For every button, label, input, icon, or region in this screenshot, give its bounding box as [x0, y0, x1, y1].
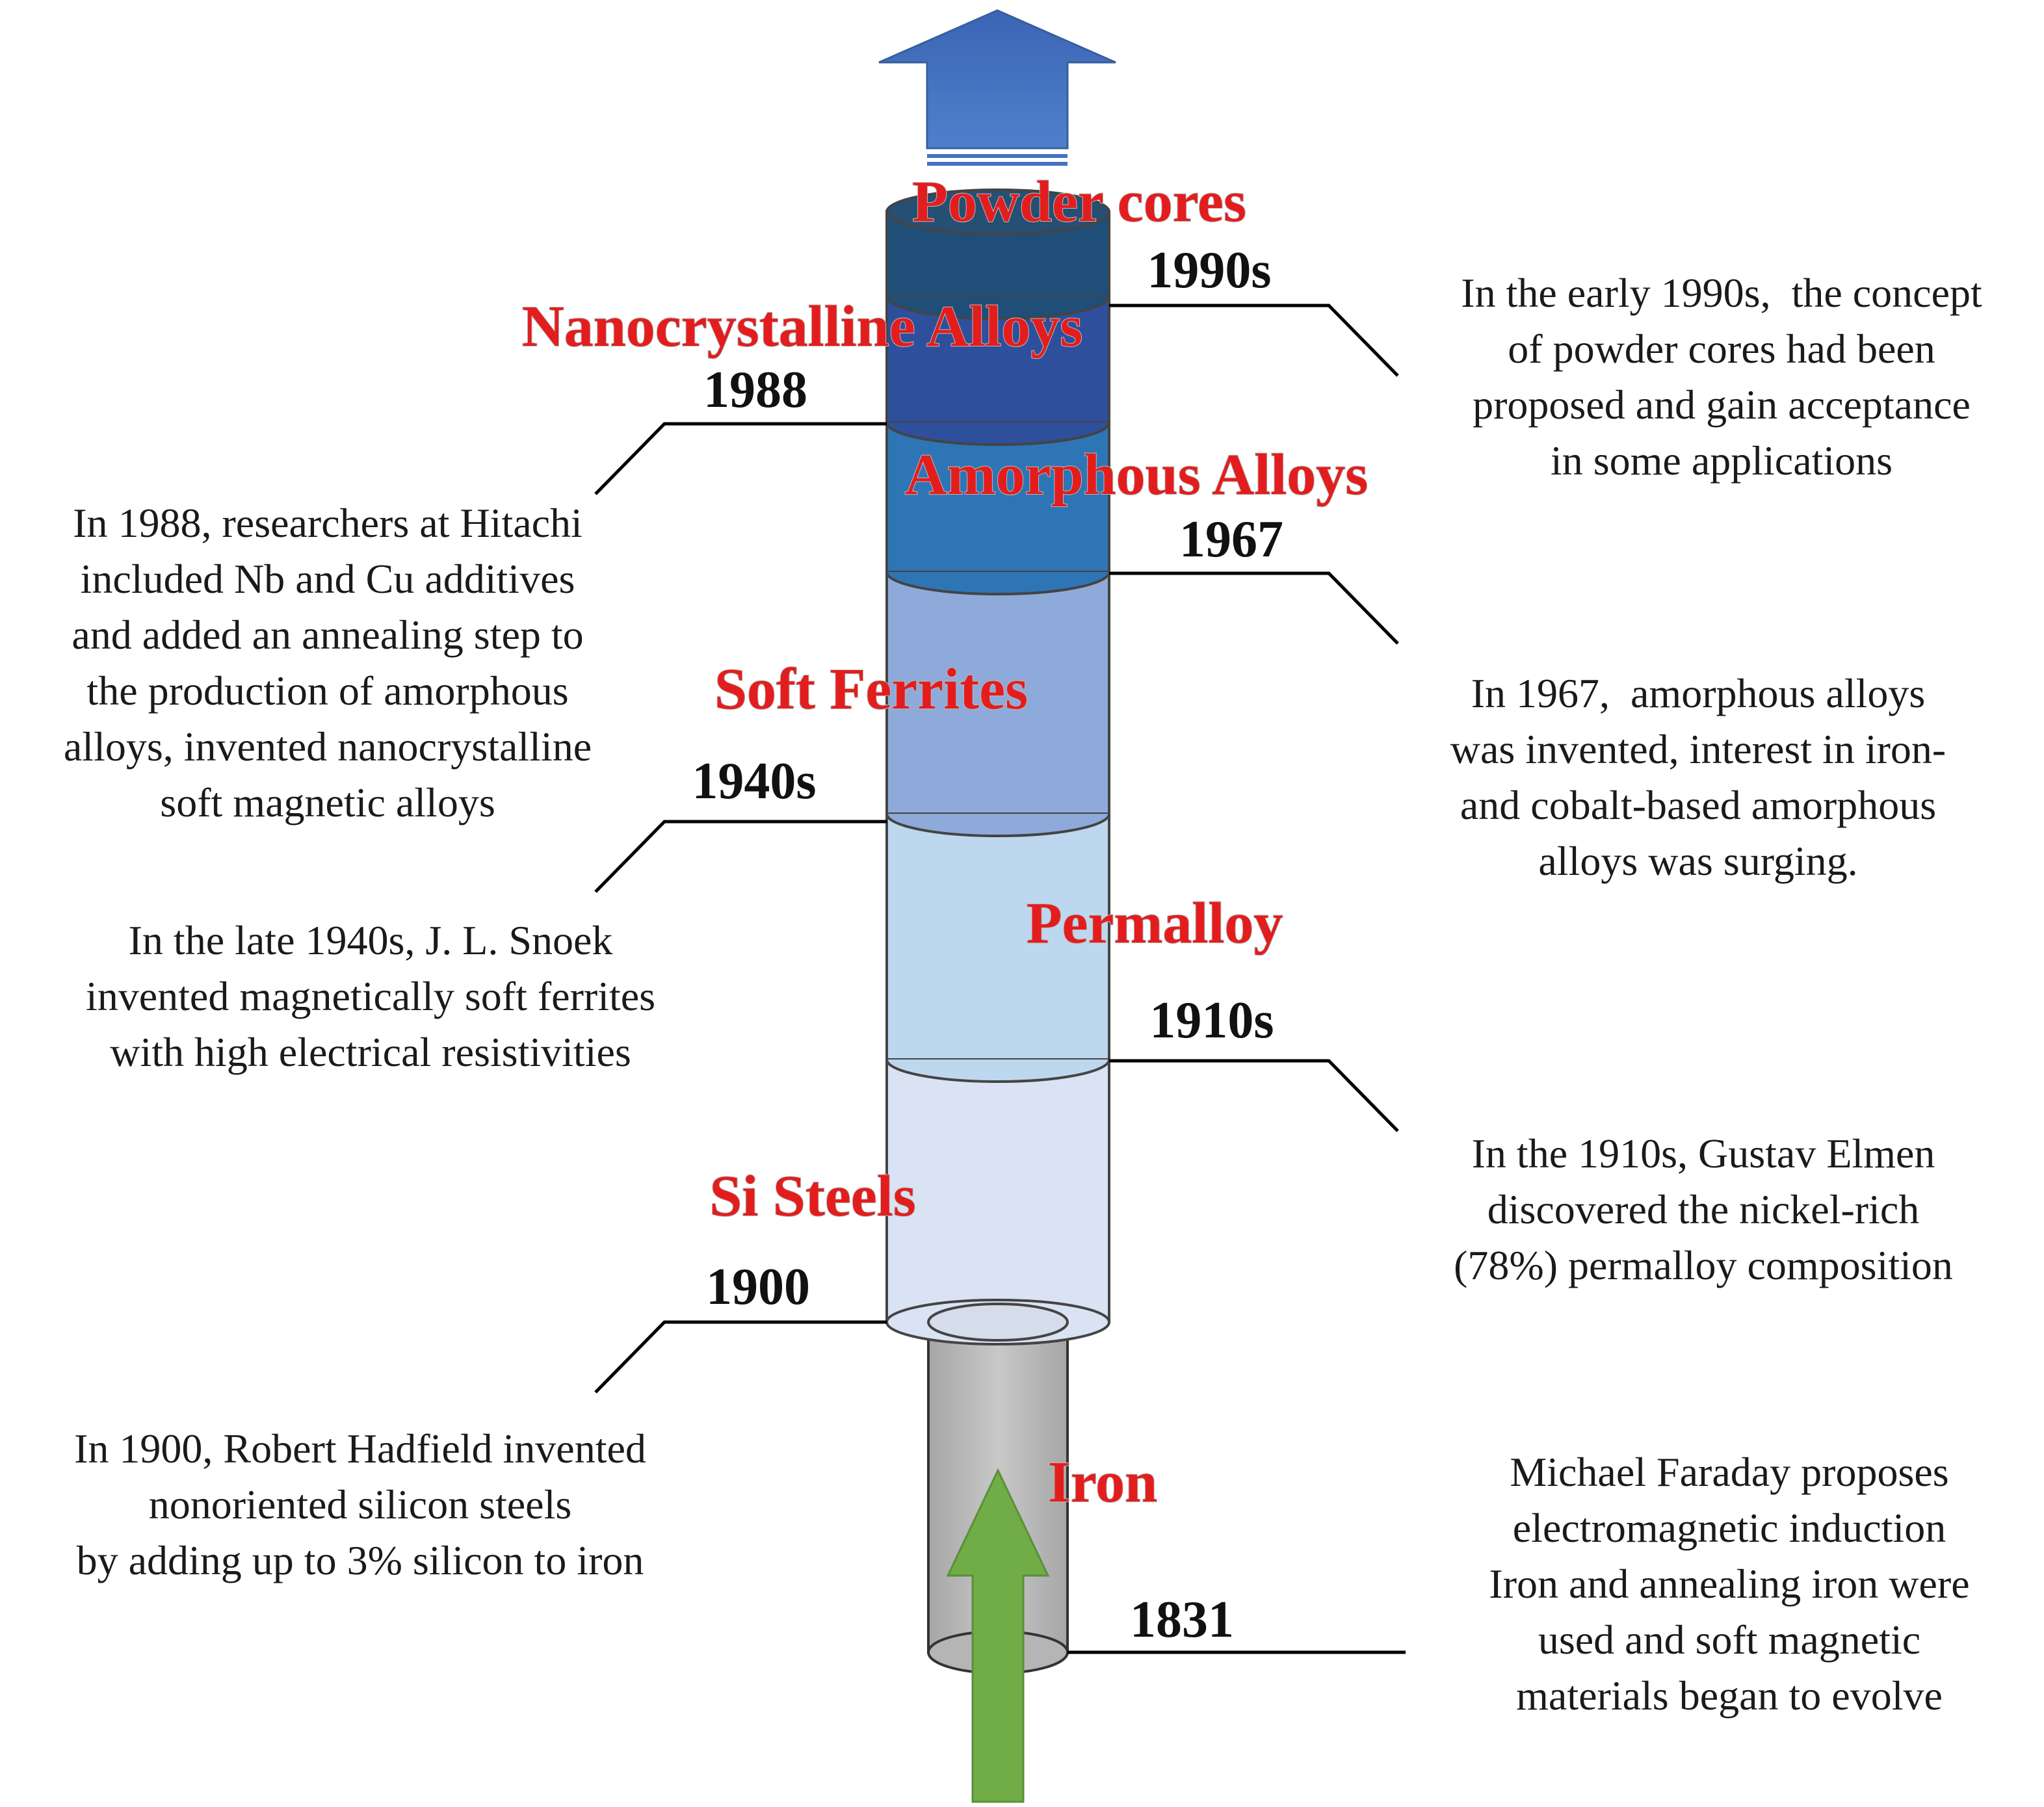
year-1900: 1900: [706, 1258, 810, 1316]
label-permalloy: Permalloy: [1027, 891, 1283, 956]
description-1900: In 1900, Robert Hadfield invented nonorie…: [74, 1425, 646, 1583]
description-line: electromagnetic induction: [1513, 1505, 1946, 1551]
description-line: by adding up to 3% silicon to iron: [77, 1537, 644, 1583]
description-1967: In 1967, amorphous alloys was invented, i…: [1450, 670, 1946, 884]
description-line: In the early 1990s, the concept: [1461, 270, 1982, 316]
description-line: used and soft magnetic: [1538, 1617, 1920, 1663]
year-1988: 1988: [703, 361, 807, 419]
description-1988: In 1988, researchers at Hitachi included …: [64, 500, 592, 826]
description-line: In 1988, researchers at Hitachi: [73, 500, 583, 546]
description-line: In the 1910s, Gustav Elmen: [1472, 1130, 1935, 1176]
description-line: the production of amorphous: [86, 668, 568, 714]
leader-1900: [594, 1320, 887, 1394]
label-nanocrystalline-alloys: Nanocrystalline Alloys: [522, 294, 1083, 359]
description-line: alloys was surging.: [1538, 838, 1857, 884]
year-1940s: 1940s: [692, 753, 816, 810]
description-line: materials began to evolve: [1516, 1672, 1943, 1719]
label-iron: Iron: [1048, 1450, 1157, 1514]
description-line: In 1900, Robert Hadfield invented: [74, 1425, 646, 1472]
description-1910s: In the 1910s, Gustav Elmen discovered the…: [1454, 1130, 1953, 1288]
description-line: (78%) permalloy composition: [1454, 1242, 1953, 1288]
soft-ferrites-segment: [885, 571, 1110, 837]
description-line: invented magnetically soft ferrites: [86, 973, 655, 1019]
label-powder-cores: Powder cores: [912, 170, 1246, 234]
description-line: was invented, interest in iron-: [1450, 726, 1946, 772]
amorphous-alloys-segment: [885, 421, 1110, 595]
permalloy-segment: [885, 812, 1110, 1083]
green-up-arrow: [946, 1468, 1050, 1803]
label-si-steels: Si Steels: [709, 1164, 916, 1228]
description-line: with high electrical resistivities: [110, 1029, 631, 1075]
year-1990s: 1990s: [1147, 242, 1271, 299]
description-line: and added an annealing step to: [72, 612, 583, 658]
description-line: Iron and annealing iron were: [1489, 1561, 1969, 1607]
description-1990s: In the early 1990s, the concept of powder…: [1461, 270, 1982, 484]
description-line: Michael Faraday proposes: [1510, 1449, 1948, 1495]
label-amorphous-alloys: Amorphous Alloys: [905, 443, 1369, 507]
year-1831: 1831: [1130, 1591, 1234, 1648]
description-line: nonoriented silicon steels: [149, 1481, 572, 1528]
description-line: of powder cores had been: [1508, 326, 1935, 372]
year-1910s: 1910s: [1149, 992, 1274, 1049]
leader-1990s: [1109, 304, 1399, 377]
description-line: In 1967, amorphous alloys: [1471, 670, 1926, 716]
description-line: soft magnetic alloys: [160, 779, 495, 826]
description-line: in some applications: [1551, 437, 1893, 484]
description-line: In the late 1940s, J. L. Snoek: [129, 917, 613, 963]
powder-cores-segment: [885, 188, 1110, 320]
description-line: alloys, invented nanocrystalline: [64, 723, 592, 770]
description-1831: Michael Faraday proposes electromagnetic …: [1489, 1449, 1969, 1719]
leader-1910s: [1109, 1059, 1399, 1132]
description-line: proposed and gain acceptance: [1473, 382, 1971, 428]
blue-up-arrow: [878, 9, 1116, 166]
description-line: discovered the nickel-rich: [1487, 1186, 1920, 1232]
si-steels-segment: [885, 1058, 1110, 1346]
leader-1940s: [594, 820, 887, 893]
description-line: included Nb and Cu additives: [81, 556, 575, 602]
label-soft-ferrites: Soft Ferrites: [714, 657, 1028, 722]
leader-1988: [594, 422, 887, 495]
year-1967: 1967: [1179, 511, 1283, 568]
description-1940s: In the late 1940s, J. L. Snoek invented m…: [86, 917, 655, 1075]
description-line: and cobalt-based amorphous: [1460, 782, 1936, 828]
leader-1967: [1109, 571, 1399, 645]
